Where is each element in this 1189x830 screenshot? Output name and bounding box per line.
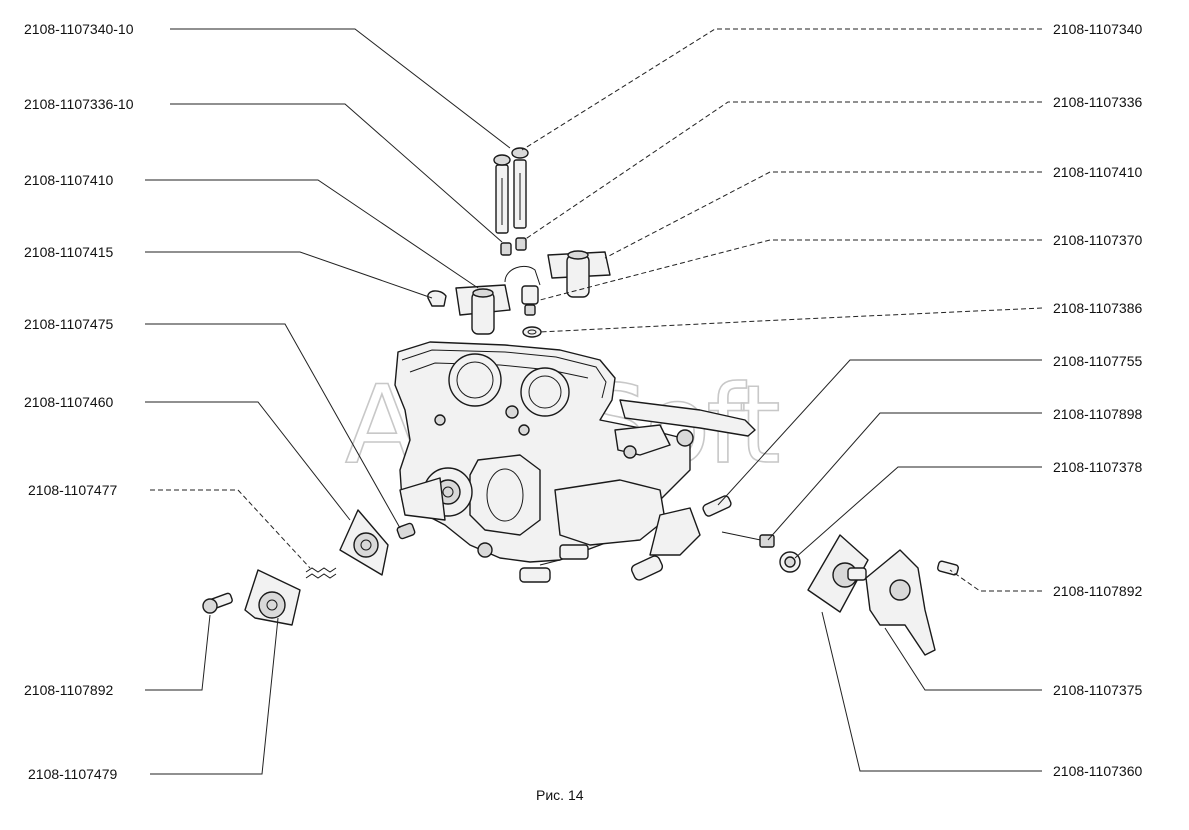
cover-screw-right: [937, 560, 959, 576]
bent-fuel-tube: [504, 266, 541, 316]
spring-clip: [427, 290, 447, 307]
emulsion-tube-pair: [493, 147, 529, 234]
callout-label: 2108-1107336: [1053, 94, 1142, 110]
callout-label: 2108-1107370: [1053, 232, 1142, 248]
callout-label: 2108-1107378: [1053, 459, 1142, 475]
callout-labels-left: 2108-1107340-10 2108-1107336-10 2108-110…: [24, 21, 134, 782]
jet-holder-right: [547, 250, 611, 298]
pump-spring: [305, 567, 337, 579]
figure-caption: Рис. 14: [536, 787, 584, 803]
callout-label: 2108-1107340-10: [24, 21, 134, 37]
callout-label: 2108-1107892: [24, 682, 113, 698]
callout-labels-right: 2108-1107340 2108-1107336 2108-1107410 2…: [1053, 21, 1142, 779]
jet-pair: [500, 237, 527, 256]
enrichment-tube: [630, 495, 732, 581]
callout-label: 2108-1107336-10: [24, 96, 134, 112]
carburetor-body: [394, 341, 756, 583]
adjusting-screw: [721, 531, 775, 548]
jet-holder-left: [455, 284, 511, 335]
callout-label: 2108-1107475: [24, 316, 113, 332]
callout-label: 2108-1107410: [1053, 164, 1142, 180]
choke-valve: [779, 551, 801, 573]
callout-label: 2108-1107415: [24, 244, 113, 260]
callout-label: 2108-1107340: [1053, 21, 1142, 37]
pump-screw: [202, 592, 233, 614]
pump-cover: [244, 569, 301, 626]
callout-label: 2108-1107898: [1053, 406, 1142, 422]
pump-spring-small: [396, 522, 416, 540]
callout-label: 2108-1107410: [24, 172, 113, 188]
starter-cover: [865, 549, 936, 656]
callout-label: 2108-1107460: [24, 394, 113, 410]
callout-label: 2108-1107386: [1053, 300, 1142, 316]
callout-label: 2108-1107360: [1053, 763, 1142, 779]
leader-lines: [145, 28, 1043, 775]
callout-label: 2108-1107892: [1053, 583, 1142, 599]
callout-label: 2108-1107477: [28, 482, 117, 498]
callout-label: 2108-1107755: [1053, 353, 1142, 369]
pump-diaphragm: [339, 509, 389, 576]
callout-label: 2108-1107375: [1053, 682, 1142, 698]
starter-diaphragm: [807, 534, 869, 613]
sealing-washer: [522, 326, 542, 338]
callout-label: 2108-1107479: [28, 766, 117, 782]
